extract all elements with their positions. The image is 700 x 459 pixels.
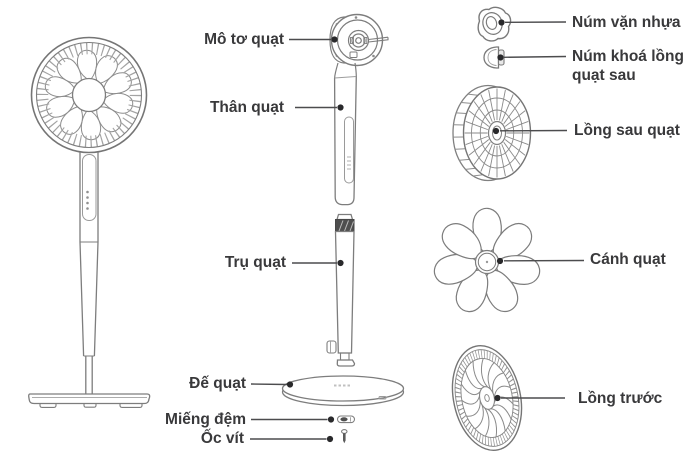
rear-guard-drawing [452, 84, 530, 182]
pillar-drawing [326, 213, 356, 367]
label-motor: Mô tơ quạt [204, 31, 284, 48]
assembled-fan-drawing [28, 36, 151, 408]
gasket-drawing [336, 415, 356, 424]
label-base: Đế quạt [189, 375, 246, 392]
blade-drawing [430, 207, 543, 318]
motor-drawing [329, 13, 389, 79]
lock-knob-drawing [483, 46, 505, 69]
label-front-guard: Lồng trước [578, 390, 663, 407]
label-pillar: Trụ quạt [224, 254, 286, 271]
screw-drawing [341, 429, 348, 444]
leader-lines [250, 21, 585, 440]
label-rear-guard-lock-knob: Núm khoá lồng quạt sau [572, 48, 684, 84]
label-plastic-knob: Núm vặn nhựa [572, 14, 681, 31]
label-rear-guard: Lồng sau quạt [574, 122, 680, 139]
plastic-knob-drawing [477, 6, 512, 42]
label-blade: Cánh quạt [590, 251, 666, 268]
base-drawing [281, 375, 405, 407]
front-guard-drawing [443, 339, 530, 457]
label-body: Thân quạt [209, 99, 284, 116]
label-screw: Ốc vít [200, 430, 244, 447]
body-drawing [333, 75, 357, 206]
label-gasket: Miếng đệm [165, 411, 246, 428]
leader-dots [286, 19, 505, 443]
